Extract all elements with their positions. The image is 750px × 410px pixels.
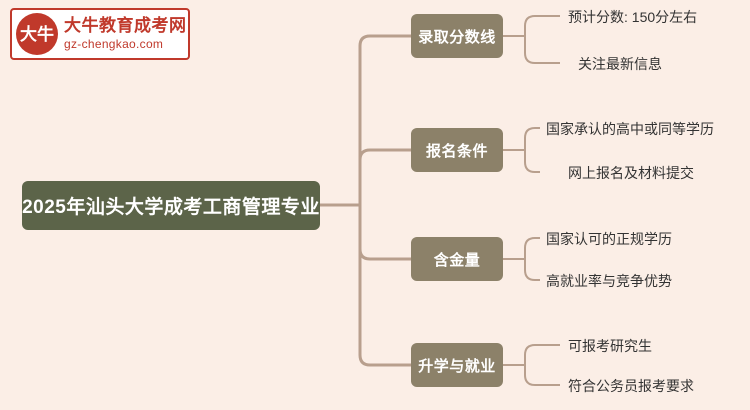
branch-node-1: 录取分数线 — [411, 14, 503, 58]
branch-node-4: 升学与就业 — [411, 343, 503, 387]
mindmap-root-node: 2025年汕头大学成考工商管理专业 — [22, 181, 320, 230]
branch-label-4: 升学与就业 — [418, 357, 496, 375]
leaf-label-1-1: 预计分数: 150分左右 — [568, 9, 698, 25]
site-logo: 大牛 大牛教育成考网 gz-chengkao.com — [10, 8, 190, 60]
leaf-label-4-2: 符合公务员报考要求 — [568, 378, 694, 394]
leaf-label-3-2: 高就业率与竞争优势 — [546, 273, 672, 289]
leaf-label-1-2: 关注最新信息 — [578, 56, 662, 72]
logo-title: 大牛教育成考网 — [64, 15, 187, 35]
leaf-label-2-2: 网上报名及材料提交 — [568, 165, 694, 181]
leaf-label-2-1: 国家承认的高中或同等学历 — [546, 121, 714, 137]
branch-label-1: 录取分数线 — [418, 28, 496, 46]
branch-node-2: 报名条件 — [411, 128, 503, 172]
mindmap-root-label: 2025年汕头大学成考工商管理专业 — [22, 197, 320, 218]
leaf-label-4-1: 可报考研究生 — [568, 338, 652, 354]
logo-text-block: 大牛教育成考网 gz-chengkao.com — [64, 15, 187, 52]
logo-subtitle: gz-chengkao.com — [64, 37, 164, 52]
leaf-label-3-1: 国家认可的正规学历 — [546, 231, 672, 247]
branch-node-3: 含金量 — [411, 237, 503, 281]
branch-label-2: 报名条件 — [425, 142, 488, 160]
logo-mark-icon: 大牛 — [16, 13, 58, 55]
branch-label-3: 含金量 — [433, 251, 481, 269]
